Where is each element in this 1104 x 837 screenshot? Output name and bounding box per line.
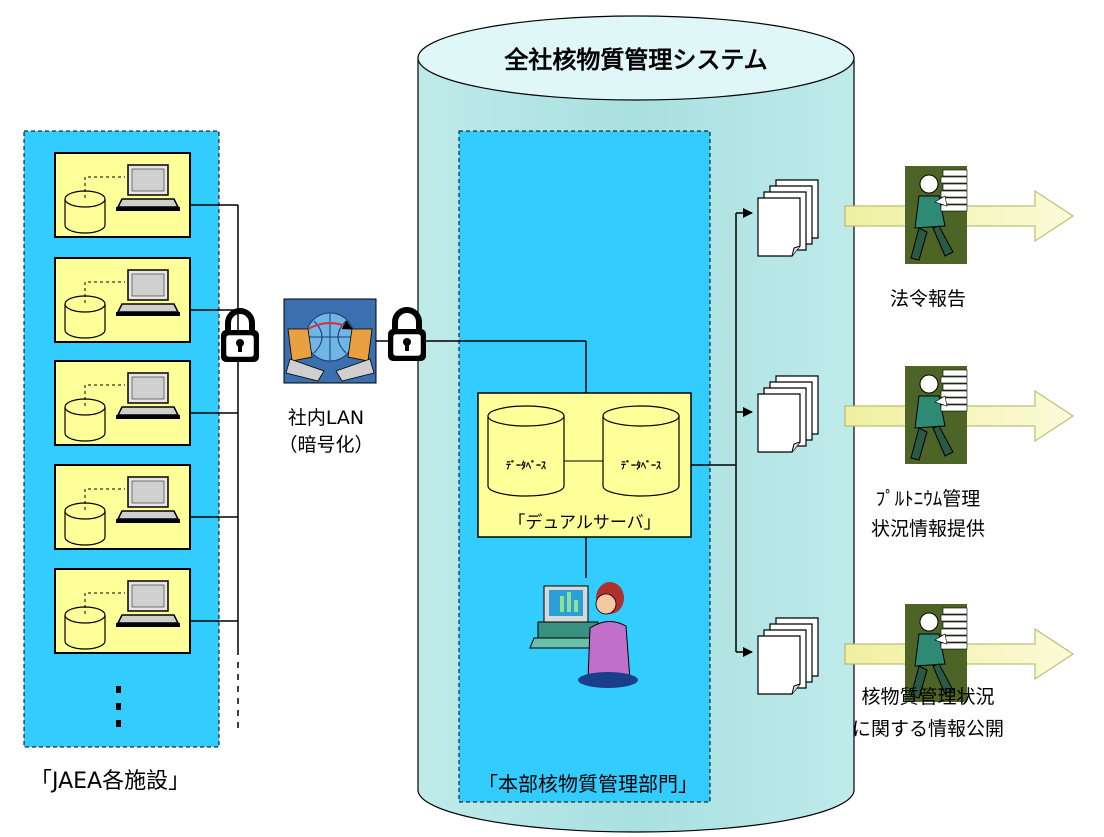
lan-connection bbox=[376, 340, 587, 578]
outputs bbox=[757, 165, 1074, 703]
database-icon bbox=[602, 405, 680, 497]
courier-icon bbox=[904, 165, 968, 265]
document-stack-icon bbox=[757, 617, 819, 695]
operator-icon bbox=[529, 582, 638, 688]
padlock-icon bbox=[221, 311, 259, 362]
database-icon bbox=[487, 405, 565, 497]
db-left-label: ﾃﾞｰﾀﾍﾞｰｽ bbox=[506, 461, 546, 472]
output-2-line2: 状況情報提供 bbox=[870, 518, 985, 540]
lan-label-line1: 社内LAN bbox=[287, 407, 365, 429]
padlock-icon bbox=[388, 310, 426, 361]
output-routing bbox=[691, 208, 753, 657]
lan-label-line2: （暗号化） bbox=[278, 434, 374, 456]
facility-more-dots bbox=[116, 686, 121, 727]
facility-node bbox=[54, 464, 238, 550]
output-1-line1: 法令報告 bbox=[889, 288, 966, 310]
output-row-1 bbox=[757, 165, 1074, 265]
facility-node bbox=[54, 257, 238, 343]
hq-label: 「本部核物質管理部門」 bbox=[478, 772, 698, 796]
facility-node bbox=[54, 360, 238, 446]
output-2-line1: ﾌﾟﾙﾄﾆｳﾑ管理 bbox=[875, 488, 981, 510]
system-title: 全社核物質管理システム bbox=[504, 46, 768, 74]
output-3-line2: に関する情報公開 bbox=[851, 718, 1004, 740]
facilities-label: 「JAEA各施設」 bbox=[30, 769, 191, 794]
facility-node bbox=[54, 152, 238, 238]
facility-node bbox=[54, 568, 238, 654]
network-icon bbox=[283, 298, 377, 384]
output-3-line1: 核物質管理状況 bbox=[861, 686, 995, 708]
server-label: 「デュアルサーバ」 bbox=[508, 513, 661, 533]
db-right-label: ﾃﾞｰﾀﾍﾞｰｽ bbox=[621, 461, 661, 472]
facility-nodes bbox=[54, 152, 238, 654]
courier-icon bbox=[904, 365, 968, 465]
dual-server bbox=[477, 392, 692, 538]
